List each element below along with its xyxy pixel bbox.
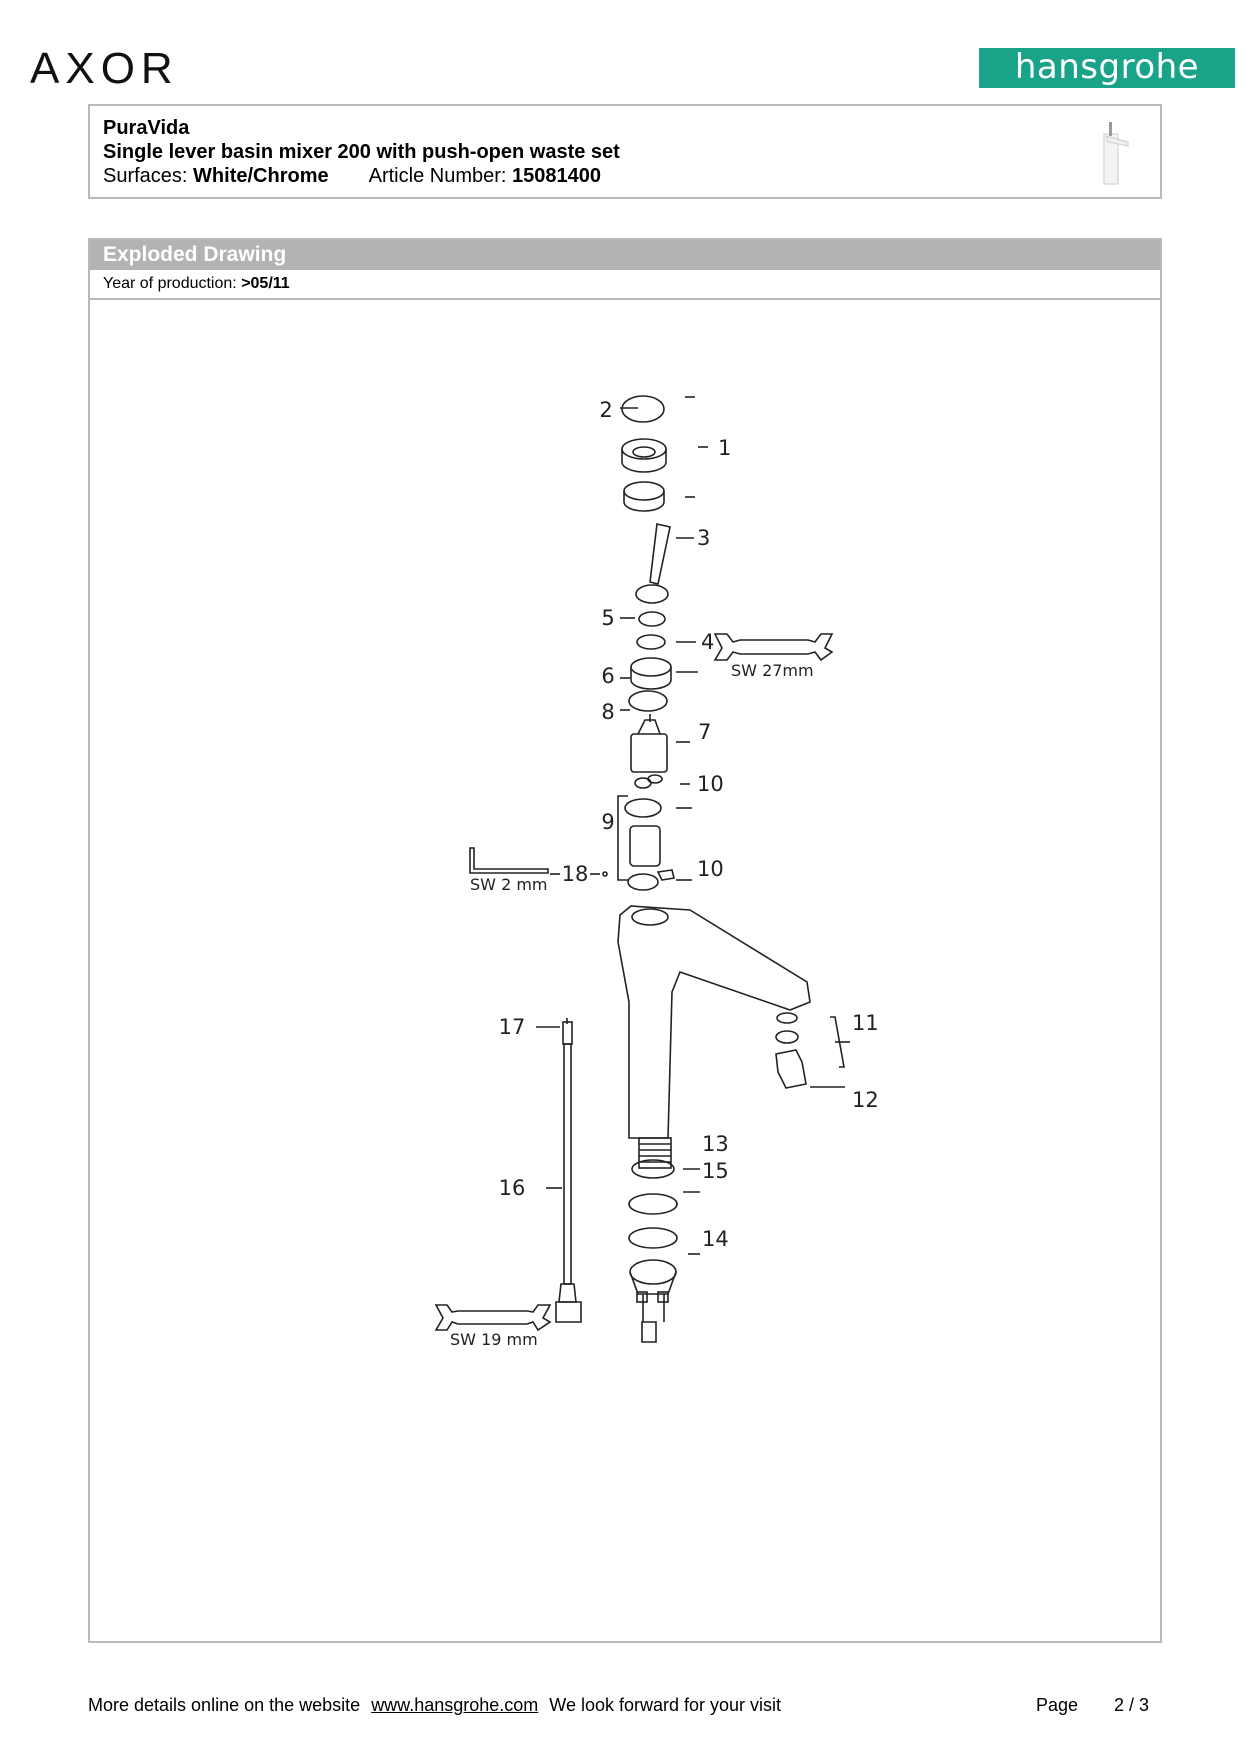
- product-thumbnail-image: [1103, 122, 1129, 185]
- part-label: 10: [697, 772, 724, 796]
- product-details: Surfaces: White/Chrome Article Number: 1…: [103, 164, 601, 188]
- part-9-insert: [629, 825, 661, 867]
- surfaces-label: Surfaces:: [103, 165, 188, 187]
- part-label: 17: [499, 1015, 526, 1039]
- part-12-aerator: [775, 1049, 807, 1089]
- section-title: Exploded Drawing: [90, 240, 1160, 270]
- part-label: 2: [599, 398, 612, 422]
- part-5-o-ring: [636, 634, 666, 650]
- wrench-label: SW 2 mm: [470, 875, 548, 894]
- part-4-nut: [630, 657, 672, 677]
- page-number: 2 / 3: [1114, 1695, 1150, 1715]
- wrench-label: SW 19 mm: [450, 1330, 538, 1349]
- part-label: 14: [702, 1227, 729, 1251]
- part-18-screw: [602, 871, 608, 877]
- year-value: >05/11: [241, 275, 290, 292]
- wrench-19mm-icon: [434, 1304, 552, 1332]
- hansgrohe-logo: hansgrohe: [979, 48, 1235, 88]
- mixer-body: [617, 905, 811, 1139]
- part-ring: [623, 481, 665, 501]
- part-label: 11: [852, 1011, 879, 1035]
- part-16-hose: [563, 1043, 572, 1285]
- product-description: Single lever basin mixer 200 with push-o…: [103, 141, 620, 163]
- part-10-seal-bottom: [627, 873, 659, 891]
- part-13-washer: [631, 1159, 675, 1179]
- part-label: 9: [601, 810, 614, 834]
- part-label: 1: [718, 436, 731, 460]
- article-value: 15081400: [512, 165, 601, 187]
- part-label: 16: [499, 1176, 526, 1200]
- part-label: 18: [562, 862, 589, 886]
- part-6-o-ring: [628, 690, 668, 712]
- wrench-label: SW 27mm: [731, 661, 814, 680]
- part-14-ring: [628, 1227, 678, 1249]
- part-label: 8: [601, 700, 614, 724]
- product-name: PuraVida: [103, 117, 190, 139]
- page-label: Page: [1036, 1695, 1079, 1715]
- article-label: Article Number:: [368, 165, 507, 187]
- production-year: Year of production: >05/11: [90, 270, 1160, 300]
- footer-text-after: We look forward for your visit: [549, 1695, 782, 1715]
- part-2-o-ring: [621, 395, 665, 423]
- part-label: 5: [601, 606, 614, 630]
- exploded-drawing-section: Exploded Drawing Year of production: >05…: [88, 238, 1162, 1643]
- part-label: 15: [702, 1159, 729, 1183]
- part-15-ring: [628, 1193, 678, 1215]
- part-11-aerator-seal: [776, 1012, 798, 1024]
- year-label: Year of production:: [103, 275, 237, 292]
- footer-website-text: More details online on the website www.h…: [88, 1695, 781, 1716]
- part-17-hose-fitting: [562, 1021, 573, 1045]
- allen-key-2mm: [469, 847, 549, 874]
- axor-logo: AXOR: [30, 44, 179, 93]
- footer-text-before: More details online on the website: [88, 1695, 361, 1715]
- part-label: 13: [702, 1132, 729, 1156]
- surfaces-value: White/Chrome: [193, 165, 329, 187]
- part-label: 4: [701, 630, 714, 654]
- exploded-drawing: 2 1 3 4 5 6 7 8 9 10 10 11 12 13 14 15 1…: [434, 395, 879, 1349]
- part-label: 6: [601, 664, 614, 688]
- part-label: 3: [697, 526, 710, 550]
- part-label: 12: [852, 1088, 879, 1112]
- part-10-seal-top: [624, 798, 662, 818]
- website-link[interactable]: www.hansgrohe.com: [371, 1695, 539, 1715]
- part-label: 10: [697, 857, 724, 881]
- part-1-cap: [621, 438, 667, 460]
- wrench-27mm-icon: [713, 633, 834, 662]
- part-label: 7: [698, 720, 711, 744]
- part-3-lever: [649, 523, 671, 585]
- product-info-box: PuraVida Single lever basin mixer 200 wi…: [88, 104, 1162, 199]
- part-7-cartridge: [630, 733, 668, 773]
